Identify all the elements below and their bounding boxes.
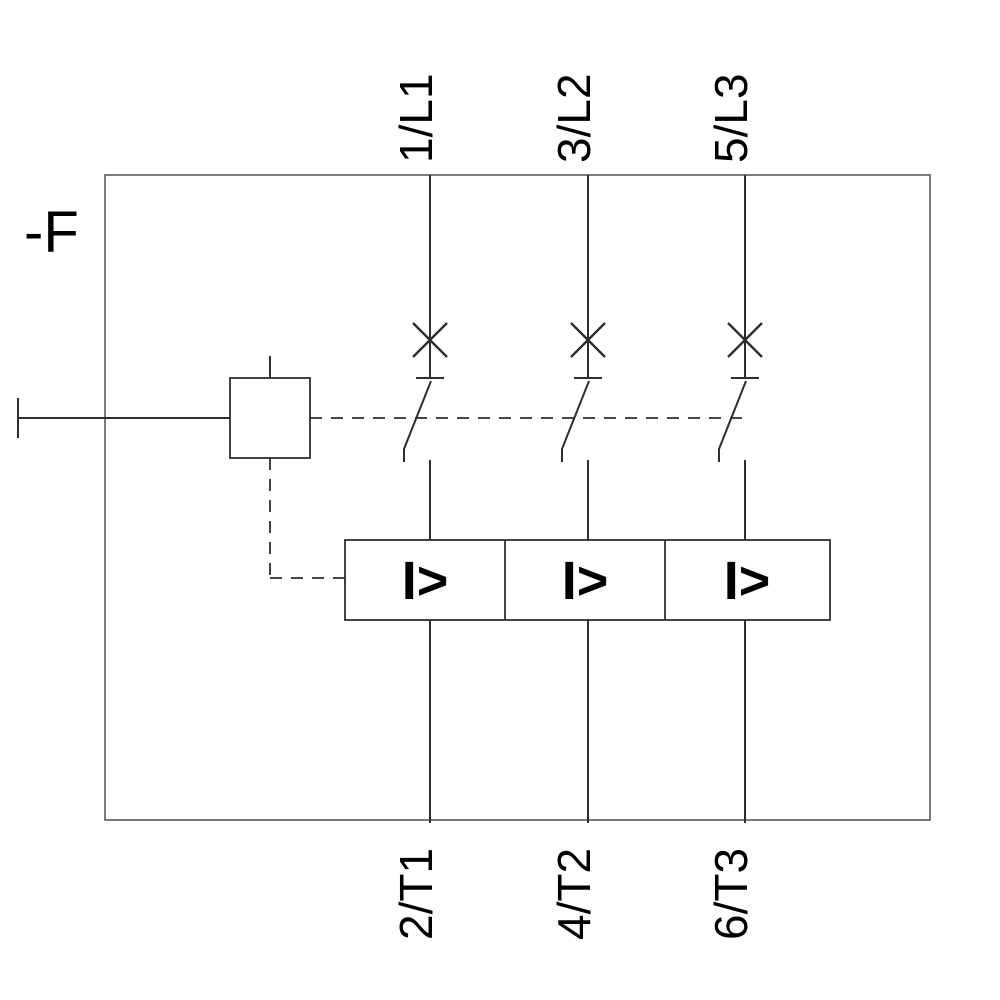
top-terminal-label: 1/L1 <box>390 73 442 163</box>
actuator-box <box>229 377 311 459</box>
pole-1: 1/L1 I> 2/T1 <box>390 73 448 940</box>
bottom-terminal-label: 6/T3 <box>705 848 757 940</box>
breaker-cross-icon <box>570 322 606 358</box>
top-terminal-label: 3/L2 <box>548 73 600 163</box>
pole-3: 5/L3 I> 6/T3 <box>705 73 770 940</box>
overcurrent-trip-symbol: I> <box>724 551 771 611</box>
overcurrent-trip-symbol: I> <box>402 551 449 611</box>
contact-blade <box>561 380 590 462</box>
contact-blade <box>718 380 747 462</box>
breaker-cross-icon <box>412 322 448 358</box>
device-designation-label: -F <box>24 200 79 265</box>
top-terminal-label: 5/L3 <box>705 73 757 163</box>
breaker-cross-icon <box>727 322 763 358</box>
manual-actuator-group <box>17 356 345 579</box>
bottom-terminal-label: 2/T1 <box>390 848 442 940</box>
pole-2: 3/L2 I> 4/T2 <box>548 73 608 940</box>
contact-blade <box>403 380 432 462</box>
bottom-terminal-label: 4/T2 <box>548 848 600 940</box>
device-outline-box <box>104 174 931 821</box>
overcurrent-trip-symbol: I> <box>562 551 609 611</box>
